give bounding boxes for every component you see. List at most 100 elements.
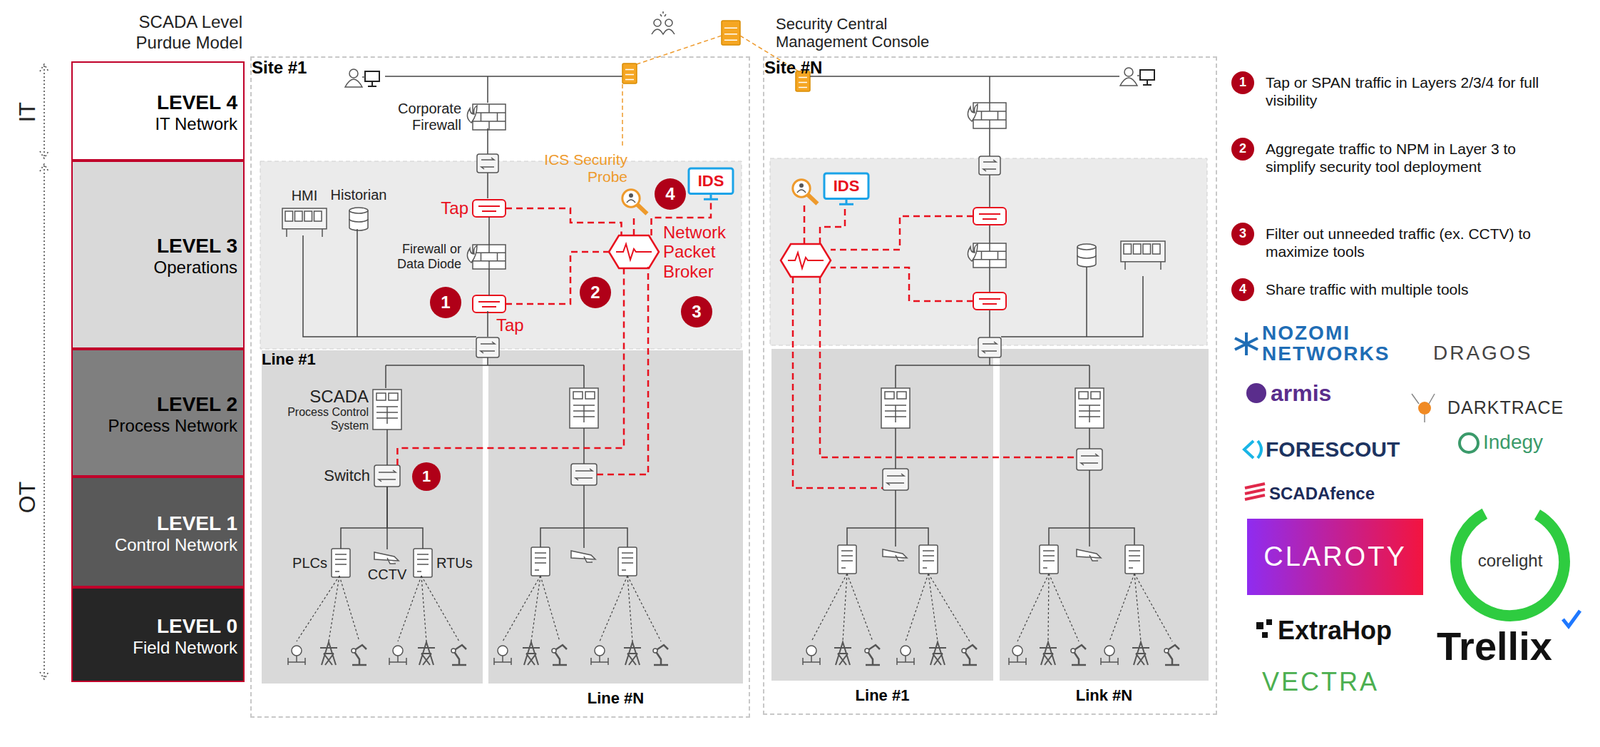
callout-number: 4 xyxy=(1231,278,1255,301)
database-icon xyxy=(1077,246,1096,267)
text-group: Switch xyxy=(323,466,371,485)
field-link xyxy=(296,575,340,641)
fw-device: Firewall or Data Diode xyxy=(472,244,506,269)
field-link xyxy=(842,573,848,641)
trellix-mark xyxy=(1562,610,1581,627)
plc-icon xyxy=(331,548,351,577)
mirror-link xyxy=(505,208,622,236)
field-link xyxy=(397,575,422,641)
wire xyxy=(847,427,929,547)
drawing-part xyxy=(1078,404,1101,423)
node-text: PLCs xyxy=(292,554,328,572)
node-text: Switch xyxy=(323,466,371,485)
text-group: PLCs xyxy=(292,554,328,572)
packet-broker-icon xyxy=(780,243,831,277)
drawing-part xyxy=(285,211,294,222)
field-link xyxy=(1048,573,1049,641)
field-device xyxy=(594,645,605,656)
node-text: HMI xyxy=(291,187,319,204)
operations-ground xyxy=(260,161,742,349)
field-device xyxy=(320,641,338,665)
node-text: IT Network xyxy=(154,114,238,135)
drawing-part xyxy=(621,552,634,570)
text-group: ICS Security Probe xyxy=(527,151,628,186)
drawing-part xyxy=(625,69,634,80)
drawing-part xyxy=(626,199,636,203)
drawing-part xyxy=(864,648,870,653)
vendor-logo: Indegy xyxy=(1483,429,1543,455)
management-link xyxy=(621,84,624,146)
plc-device: PLCs xyxy=(331,548,351,577)
note-text: Share traffic with multiple tools xyxy=(1265,280,1558,299)
text-group: Historian xyxy=(330,186,388,204)
text-group: Line #1 xyxy=(261,350,316,368)
node-text: LEVEL 2 xyxy=(108,392,238,416)
drawing-part xyxy=(1137,74,1141,77)
scada-icon xyxy=(569,387,599,428)
field-device xyxy=(291,645,302,656)
drawing-part xyxy=(472,244,506,269)
drawing-part xyxy=(802,655,820,665)
node-text: SCADA xyxy=(265,386,369,407)
wire xyxy=(385,357,584,388)
vendor-logo: corelight xyxy=(1465,550,1555,572)
switch-icon xyxy=(374,464,400,487)
plc-icon xyxy=(618,546,637,576)
drawing-part xyxy=(703,193,719,200)
text-group: SCADAProcess Control System xyxy=(265,386,369,433)
drawing-part xyxy=(376,392,386,400)
drawing-part xyxy=(724,27,738,40)
switch-icon xyxy=(978,156,1001,175)
text-group: Site #N xyxy=(764,57,823,78)
drawing-part xyxy=(451,648,456,653)
node-text: Tap xyxy=(440,198,469,219)
mirror-link xyxy=(397,268,624,465)
drawing-part xyxy=(1080,453,1099,465)
text-group: Corporate Firewall xyxy=(375,100,462,134)
drawing-part xyxy=(982,341,997,353)
user-icon xyxy=(1124,67,1133,77)
drawing-part xyxy=(478,206,500,212)
drawing-part xyxy=(1142,243,1151,254)
field-link xyxy=(928,573,970,641)
ids-device: IDS xyxy=(688,168,733,203)
field-device xyxy=(1039,641,1057,665)
node-text: Site #N xyxy=(764,57,823,78)
drawing-part xyxy=(978,298,1001,304)
node-text: Security Central Management Console xyxy=(775,14,969,52)
text-group: Line #1 xyxy=(855,685,910,704)
drawing-part xyxy=(1077,255,1096,259)
drawing-part xyxy=(376,406,398,424)
mirror-link xyxy=(792,276,1077,488)
drawing-part xyxy=(351,648,356,653)
drawing-part xyxy=(1077,243,1096,250)
field-device xyxy=(392,645,403,656)
network-link xyxy=(340,486,388,549)
drawing-part xyxy=(961,648,967,653)
field-link xyxy=(811,573,848,641)
drawing-part xyxy=(534,552,547,570)
vendor-logo: DRAGOS xyxy=(1433,340,1533,366)
node-text: Field Network xyxy=(132,637,238,658)
node-text: Network Packet Broker xyxy=(663,222,742,282)
vendor-logo: ExtraHop xyxy=(1277,614,1392,646)
node-text: LEVEL 0 xyxy=(132,614,238,638)
wire xyxy=(486,76,489,337)
text-group: IDS xyxy=(833,176,860,195)
plc-icon xyxy=(1125,544,1144,574)
drawing-part xyxy=(651,29,675,35)
drawing-part xyxy=(1164,648,1169,653)
field-device xyxy=(1104,645,1115,656)
cctv-device: CCTV xyxy=(374,549,400,564)
text-group: Firewall or Data Diode xyxy=(379,241,462,271)
server-icon xyxy=(622,63,637,84)
field-device xyxy=(1165,644,1180,665)
drawing-part xyxy=(797,189,806,193)
plc-icon xyxy=(531,546,550,576)
tap-icon xyxy=(973,207,1007,225)
node-text: Process Network xyxy=(108,415,238,436)
field-device xyxy=(623,641,641,665)
switch-device: Switch xyxy=(374,464,400,487)
vendor-logo-box: CLAROTY xyxy=(1247,518,1424,595)
drawing-part xyxy=(787,252,824,269)
